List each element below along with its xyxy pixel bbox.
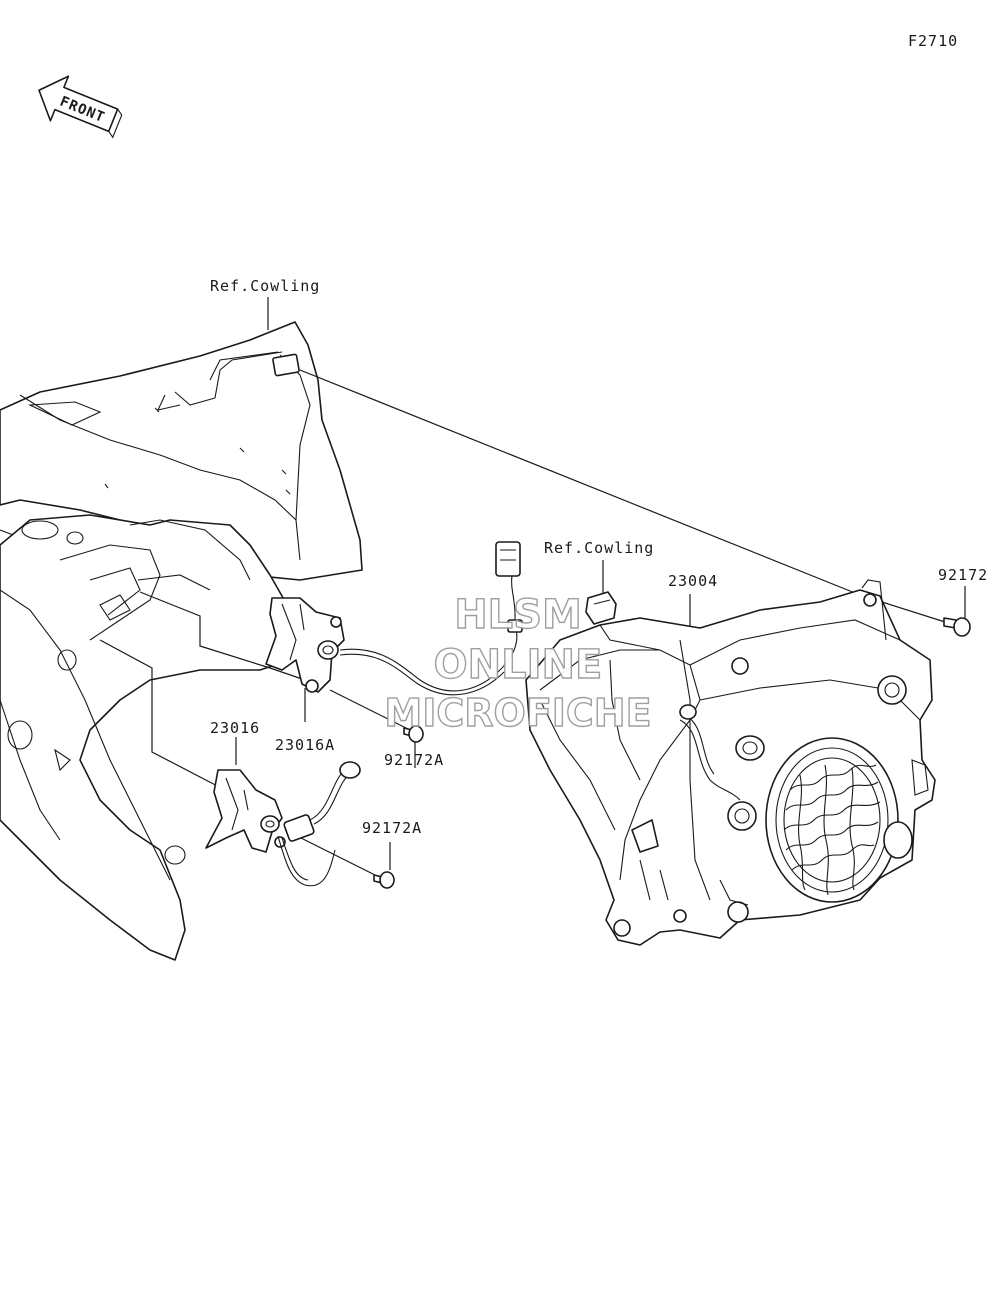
watermark-line2: ONLINE bbox=[434, 642, 603, 688]
led-lens-pattern bbox=[783, 764, 881, 896]
front-arrow-icon: FRONT bbox=[38, 75, 123, 139]
callout-part-23016[interactable]: 23016 bbox=[210, 719, 260, 737]
cowling-illustration bbox=[0, 321, 363, 961]
callout-labels: Ref.Cowling Ref.Cowling 23004 92172 2301… bbox=[210, 277, 988, 837]
callout-ref-cowling-top[interactable]: Ref.Cowling bbox=[210, 277, 320, 295]
bracket-23016A bbox=[265, 541, 523, 696]
callout-ref-cowling-mid[interactable]: Ref.Cowling bbox=[544, 539, 654, 557]
bolt-92172 bbox=[943, 617, 971, 637]
headlight-assembly-23004 bbox=[525, 579, 936, 946]
figure-code: F2710 bbox=[908, 32, 958, 50]
bracket-23016 bbox=[205, 761, 361, 887]
watermark: HLSM ONLINE MICROFICHE bbox=[384, 591, 653, 735]
watermark-line3: MICROFICHE bbox=[384, 691, 651, 735]
callout-part-92172A-lower[interactable]: 92172A bbox=[362, 819, 422, 837]
callout-part-23004[interactable]: 23004 bbox=[668, 572, 718, 590]
connector-ref-cowling bbox=[585, 591, 617, 625]
bolt-92172A-lower bbox=[373, 871, 395, 889]
bolt-92172A-upper bbox=[403, 725, 424, 743]
callout-part-92172[interactable]: 92172 bbox=[938, 566, 988, 584]
callout-part-23016A[interactable]: 23016A bbox=[275, 736, 335, 754]
callout-part-92172A-upper[interactable]: 92172A bbox=[384, 751, 444, 769]
watermark-line1: HLSM bbox=[454, 592, 582, 638]
